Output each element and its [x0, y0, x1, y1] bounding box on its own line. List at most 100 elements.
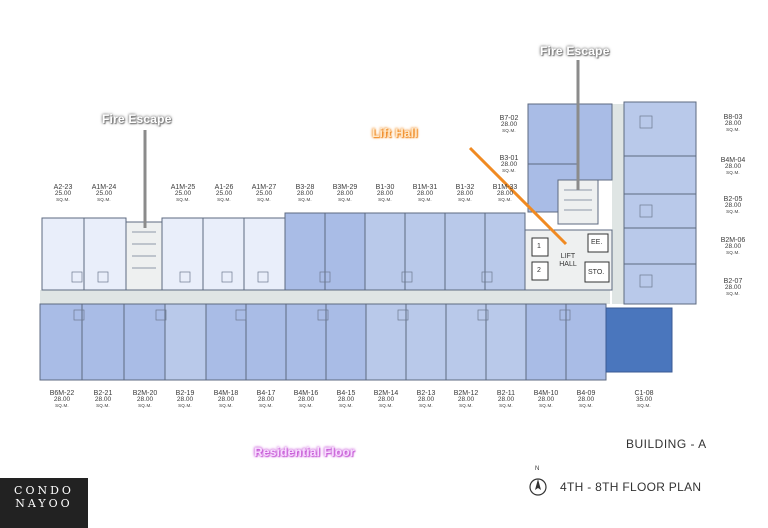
unit-b4-09 — [565, 303, 607, 381]
unit-b7-02 — [527, 103, 579, 165]
lift-1 — [531, 237, 549, 257]
unit-area: 28.00 — [500, 161, 518, 169]
building-label: BUILDING - A — [626, 437, 707, 451]
lift-hall-arrow — [468, 146, 568, 246]
unit-area: 28.00 — [337, 396, 355, 404]
unit-area: 28.00 — [724, 202, 742, 210]
unit-b4m-18 — [205, 303, 247, 381]
unit-measure: SQ.M. — [502, 168, 516, 174]
unit-measure: SQ.M. — [726, 250, 740, 256]
unit-measure: SQ.M. — [219, 403, 233, 409]
unit-code: B2-13 — [416, 390, 436, 397]
unit-b8-03 — [623, 101, 697, 157]
unit-code: B2M-12 — [453, 390, 479, 397]
lift-2 — [531, 261, 549, 281]
unit-measure: SQ.M. — [298, 197, 312, 203]
lift-hall-label: Lift Hall — [372, 126, 418, 140]
lift-2-label: 2 — [537, 267, 541, 274]
unit-area: 25.00 — [54, 190, 72, 198]
floor-plan-title: 4TH - 8TH FLOOR PLAN — [560, 480, 702, 494]
unit-code: B2-07 — [723, 278, 743, 285]
unit-measure: SQ.M. — [579, 403, 593, 409]
unit-code: B4-17 — [256, 390, 276, 397]
unit-b4m-10 — [525, 303, 567, 381]
unit-measure: SQ.M. — [257, 197, 271, 203]
unit-b2-19 — [164, 303, 207, 381]
unit-code: A1M-25 — [170, 184, 196, 191]
unit-area: 28.00 — [296, 190, 314, 198]
unit-a1m-27 — [243, 217, 286, 291]
unit-code: B6M-22 — [49, 390, 75, 397]
unit-code: A1M-27 — [251, 184, 277, 191]
unit-area: 28.00 — [724, 163, 742, 171]
corridor-tower — [612, 104, 624, 304]
unit-area: 28.00 — [724, 120, 742, 128]
unit-measure: SQ.M. — [56, 197, 70, 203]
residential-floor-label: Residential Floor — [254, 445, 355, 459]
unit-b2m-12 — [445, 303, 487, 381]
unit-measure: SQ.M. — [339, 403, 353, 409]
unit-code: B3M-29 — [332, 184, 358, 191]
unit-area: 28.00 — [297, 396, 315, 404]
fire-escape-left-label: Fire Escape — [102, 112, 172, 126]
corridor — [40, 290, 610, 304]
sto-room — [584, 261, 610, 283]
unit-area: 28.00 — [724, 284, 742, 292]
unit-b1m-31 — [404, 212, 446, 291]
unit-b2-05 — [623, 193, 697, 229]
unit-area: 28.00 — [217, 396, 235, 404]
unit-area: 28.00 — [94, 396, 112, 404]
lift-hall-room-label: LIFT HALL — [555, 253, 581, 268]
unit-area: 28.00 — [176, 396, 194, 404]
lift-hall-line2: HALL — [559, 260, 577, 268]
unit-area: 28.00 — [53, 396, 71, 404]
unit-code: A1M-24 — [91, 184, 117, 191]
unit-measure: SQ.M. — [217, 197, 231, 203]
unit-code: B2M-20 — [132, 390, 158, 397]
unit-b1-32 — [444, 212, 486, 291]
ee-room-label: EE. — [591, 239, 603, 246]
unit-measure: SQ.M. — [502, 128, 516, 134]
logo-line1: CONDO — [14, 484, 74, 497]
unit-b4m-16 — [285, 303, 327, 381]
lift-1-label: 1 — [537, 243, 541, 250]
condo-nayoo-logo: CONDO NAYOO — [0, 478, 88, 528]
unit-a2-23 — [41, 217, 85, 291]
unit-code: C1-08 — [634, 390, 654, 397]
sto-room-label: STO. — [588, 269, 605, 276]
unit-area: 28.00 — [537, 396, 555, 404]
unit-measure: SQ.M. — [299, 403, 313, 409]
unit-b1-30 — [364, 212, 406, 291]
unit-code: B4M-16 — [293, 390, 319, 397]
unit-area: 28.00 — [500, 121, 518, 129]
unit-measure: SQ.M. — [726, 127, 740, 133]
unit-code: B4-15 — [336, 390, 356, 397]
unit-code: B4M-10 — [533, 390, 559, 397]
unit-area: 28.00 — [457, 396, 475, 404]
unit-code: B3-28 — [295, 184, 315, 191]
unit-b3m-29 — [324, 212, 366, 291]
unit-code: B2M-06 — [720, 237, 746, 244]
